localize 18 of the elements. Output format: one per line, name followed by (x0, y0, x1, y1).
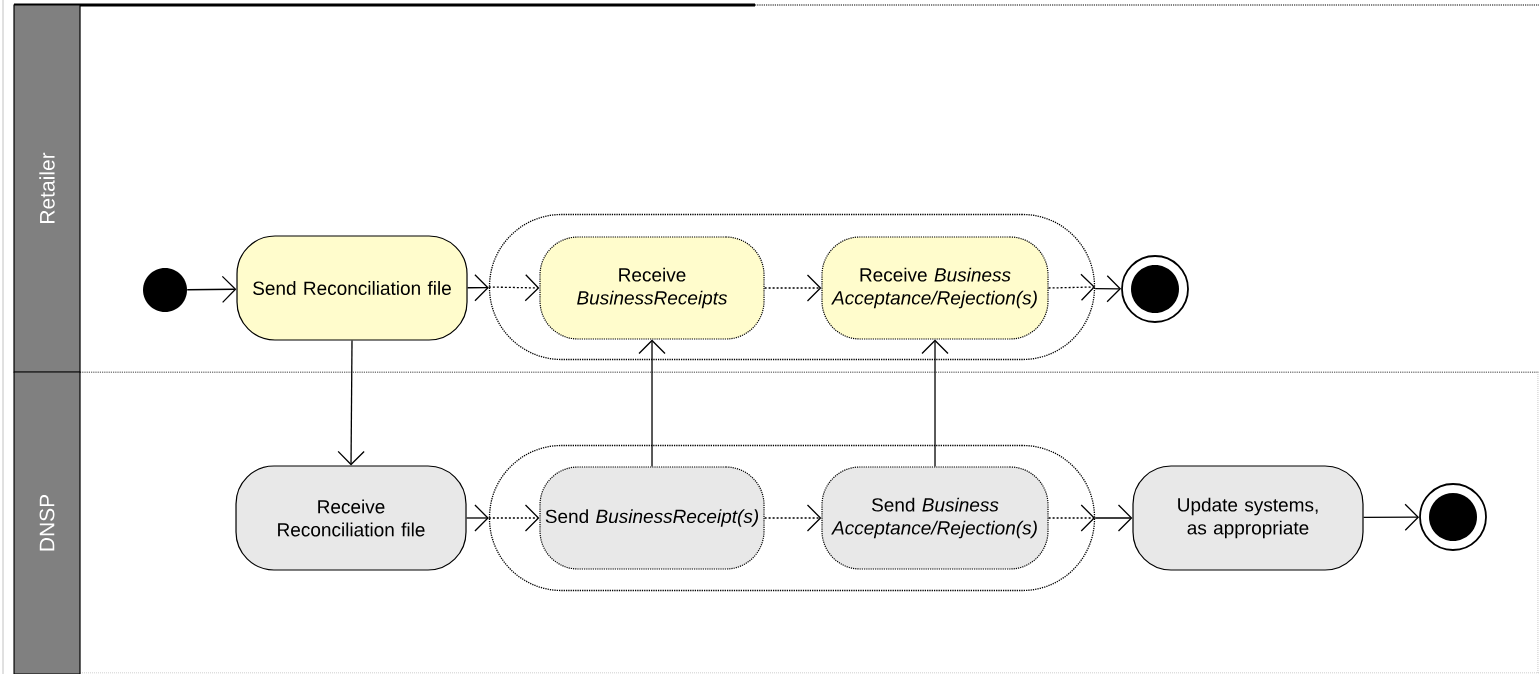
activity-box: Receive BusinessReceipts (539, 236, 765, 340)
arrow (921, 339, 949, 468)
arrow (337, 339, 365, 466)
end-node (1419, 483, 1487, 551)
arrow (763, 274, 822, 302)
region-outline (488, 444, 1096, 592)
region-outline (488, 213, 1096, 361)
arrow (638, 339, 666, 468)
arrow (1362, 503, 1420, 531)
arrow (763, 504, 822, 532)
activity-box: Receive Business Acceptance/Rejection(s) (821, 236, 1049, 340)
activity-box: Send BusinessReceipt(s) (539, 466, 765, 570)
activity-box: Update systems, as appropriate (1132, 465, 1364, 571)
activity-box: Send Business Acceptance/Rejection(s) (821, 466, 1049, 570)
start-node (143, 268, 187, 312)
end-node (1121, 255, 1189, 323)
activity-box: Receive Reconciliation file (235, 465, 467, 571)
activity-box: Send Reconciliation file (236, 235, 468, 341)
